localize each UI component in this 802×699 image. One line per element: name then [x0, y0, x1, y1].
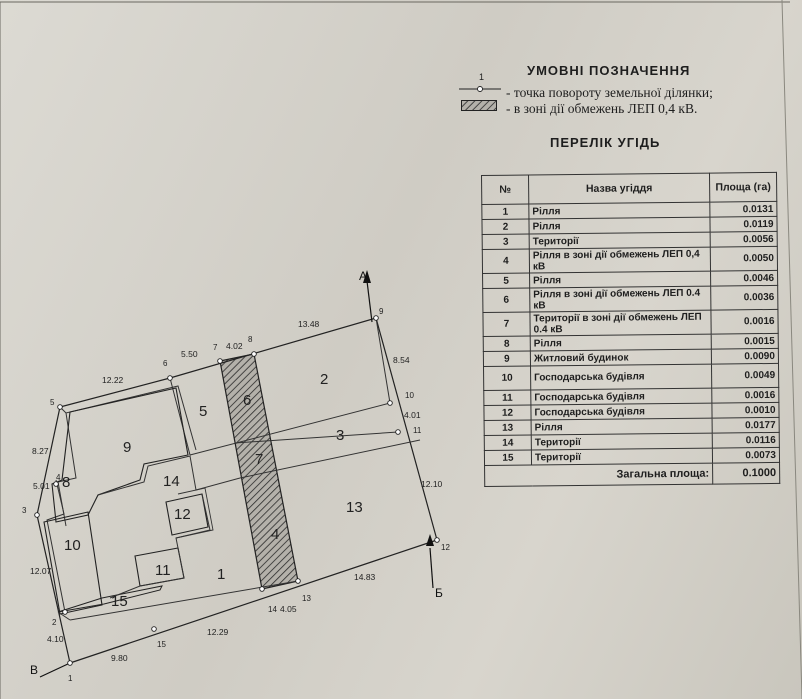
arrow-a-icon	[363, 270, 371, 283]
point-label: 14	[268, 605, 277, 614]
dimension-label: 12.10	[421, 479, 443, 489]
point-label: 8	[248, 335, 253, 344]
point-label: 5	[50, 398, 55, 407]
parcel-label: 10	[64, 537, 81, 554]
header-area: Площа (га)	[709, 172, 777, 203]
outbuilding-12-outline	[165, 493, 209, 536]
parcel-label: 2	[320, 371, 328, 388]
table-header-row: № Назва угіддя Площа (га)	[481, 172, 777, 205]
dimension-label: 4.01	[404, 410, 421, 420]
parcel-label: 1	[217, 566, 225, 583]
dimension-label: 5.50	[181, 349, 198, 359]
restriction-zone-hatch-icon	[461, 100, 497, 111]
power-line-restriction-zone	[219, 353, 299, 590]
point-label: 7	[213, 343, 218, 352]
header-name: Назва угіддя	[528, 173, 710, 205]
header-no: №	[481, 175, 529, 205]
outbuilding-10-outline	[43, 511, 103, 615]
legend-point-text: - точка повороту земельної ділянки;	[506, 85, 713, 100]
parcel-label: 12	[174, 506, 191, 523]
point-label: 12	[441, 543, 450, 552]
section-line-a	[366, 280, 373, 323]
dimension-label: 4.10	[47, 634, 64, 644]
plot-boundary-south	[69, 539, 438, 664]
dimension-label: 14.83	[354, 572, 376, 582]
parcel-label: 8	[62, 474, 70, 491]
point-label: 11	[413, 426, 422, 435]
parcel-label: 6	[243, 392, 251, 409]
section-line-b	[429, 547, 434, 589]
direction-label-b: Б	[435, 586, 443, 600]
table-total-row: Загальна площа: 0.1000	[484, 462, 780, 487]
point-label: 2	[52, 618, 57, 627]
dimension-label: 4.05	[280, 604, 297, 614]
turning-points	[34, 315, 440, 666]
parcel-label: 9	[123, 439, 131, 456]
table-title: ПЕРЕЛІК УГІДЬ	[550, 135, 661, 150]
total-value: 0.1000	[712, 462, 780, 485]
dimension-label: 13.48	[298, 319, 320, 329]
dimension-label: 9.80	[111, 653, 128, 663]
point-label: 3	[22, 506, 27, 515]
point-label: 10	[405, 391, 414, 400]
legend-title: УМОВНІ ПОЗНАЧЕННЯ	[527, 63, 691, 78]
parcel-label: 15	[111, 593, 128, 610]
point-label: 15	[157, 640, 166, 649]
parcel-label: 11	[155, 562, 171, 579]
parcel-label: 3	[336, 427, 344, 444]
parcel-label: 5	[199, 403, 207, 420]
dimension-label: 12.29	[207, 627, 229, 637]
point-label: 6	[163, 359, 168, 368]
dimension-label: 8.27	[32, 446, 49, 456]
point-label: 13	[302, 594, 311, 603]
legend-hatch-text: - в зоні дії обмежень ЛЕП 0,4 кВ.	[506, 101, 698, 116]
dimension-label: 4.02	[226, 341, 243, 351]
turning-point-symbol-icon	[459, 86, 501, 92]
parcel-label: 13	[346, 499, 363, 516]
section-line-v	[39, 662, 71, 678]
total-label: Загальна площа:	[484, 463, 713, 487]
parcel-label: 4	[271, 526, 279, 543]
parcel-label: 14	[163, 473, 180, 490]
dimension-label: 5.01	[33, 481, 50, 491]
dimension-label: 12.07	[30, 566, 52, 576]
direction-label-a: А	[359, 269, 367, 283]
legend-point-number: 1	[479, 72, 485, 82]
dimension-label: 8.54	[393, 355, 410, 365]
parcel-label: 7	[255, 451, 263, 468]
direction-label-v: В	[30, 663, 38, 677]
point-label: 1	[68, 674, 73, 683]
point-label: 4	[56, 473, 61, 482]
point-label: 9	[379, 307, 384, 316]
dimension-label: 12.22	[102, 375, 124, 385]
sheet-right-edge	[781, 0, 802, 699]
plot-boundary	[36, 317, 438, 664]
